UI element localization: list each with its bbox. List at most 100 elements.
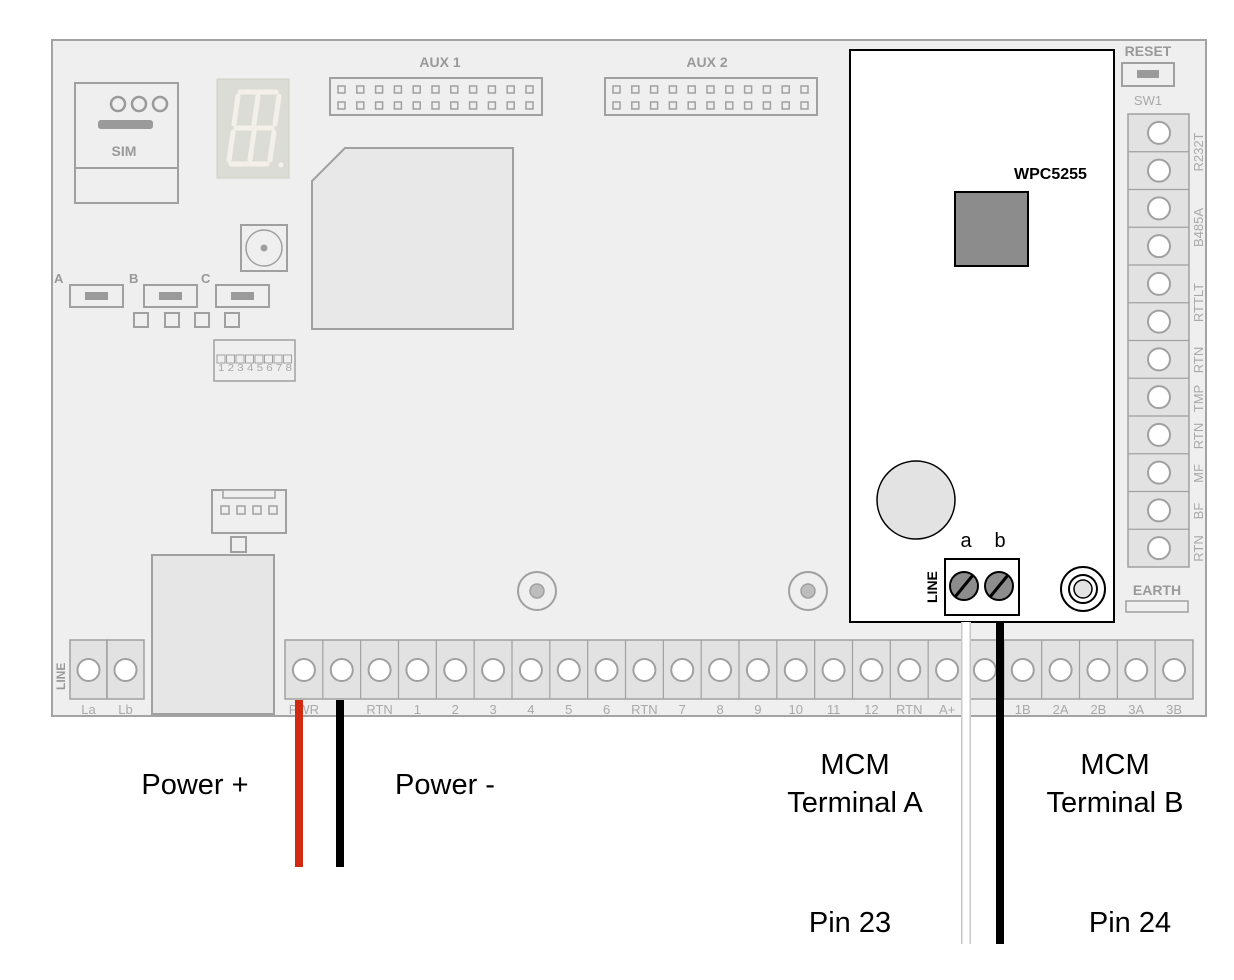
header-pin: [706, 85, 715, 94]
mcm-terminal-a-caption: MCM Terminal A: [760, 746, 950, 822]
right-terminal: [1147, 120, 1171, 145]
terminal-b-label: b: [994, 530, 1005, 552]
mounting-hole: [788, 571, 828, 611]
header-pin: [393, 101, 403, 110]
header-pin: [762, 101, 772, 110]
module-name: WPC5255: [1014, 166, 1087, 183]
module-line-label: LINE: [924, 571, 940, 603]
bottom-terminal-label: 1: [414, 702, 421, 717]
header-pin: [468, 85, 478, 94]
switch-b: [143, 284, 198, 308]
bottom-terminal-label: RTN: [631, 702, 657, 717]
dip-cell: [283, 354, 292, 364]
seven-segment-display: [216, 78, 290, 179]
buzzer: [240, 224, 288, 272]
mounting-hole: [517, 571, 557, 611]
header-pin: [374, 101, 384, 110]
bottom-terminal-label: 5: [565, 702, 572, 717]
bottom-terminal-label: 2B: [1090, 702, 1106, 717]
bottom-terminal: [594, 658, 619, 682]
mcm-b-line1: MCM: [1080, 749, 1150, 781]
bottom-terminal: [1048, 658, 1073, 682]
right-terminal-label: BF: [1191, 503, 1206, 520]
right-terminal-label: RTTLT: [1191, 283, 1206, 322]
bottom-terminal: [1162, 658, 1187, 682]
dip-cell: [273, 354, 283, 364]
bottom-terminal-label: RTN: [366, 702, 392, 717]
bottom-terminal-label: 3: [489, 702, 496, 717]
earth-label: EARTH: [1133, 582, 1181, 598]
header-pin: [800, 85, 809, 94]
right-terminal: [1147, 271, 1171, 296]
wpc5255-module: [849, 49, 1115, 623]
header-pin: [431, 101, 440, 110]
bottom-terminal: [783, 658, 808, 682]
right-terminal: [1147, 498, 1171, 523]
header-pin: [725, 85, 734, 94]
dip-cell: [245, 354, 254, 364]
right-terminal: [1147, 309, 1171, 334]
bottom-terminal: [291, 658, 316, 682]
sim-label: SIM: [112, 143, 137, 159]
header-pin: [800, 101, 809, 110]
right-terminal-label: RTN: [1191, 535, 1206, 561]
bottom-terminal-label: 8: [716, 702, 723, 717]
bottom-terminal-label: PWR: [289, 702, 319, 717]
processor-chip: [311, 147, 514, 330]
header-pin: [687, 85, 696, 94]
right-terminal-label: RTN: [1191, 347, 1206, 373]
header-pin: [743, 85, 753, 94]
header-pin: [668, 85, 678, 94]
bottom-terminal: [367, 658, 392, 682]
bottom-terminal-label: A+: [939, 702, 955, 717]
header-pin: [506, 85, 515, 94]
header-pin: [356, 85, 365, 94]
bottom-terminal-label: 11: [827, 702, 841, 717]
line-left-label: LINE: [54, 663, 68, 690]
bottom-terminal-label: 1B: [1015, 702, 1031, 717]
header-pin: [668, 101, 678, 110]
bottom-terminal: [897, 658, 922, 682]
bottom-terminal: [556, 658, 581, 682]
bottom-terminal: [518, 658, 543, 682]
line-terminal: [76, 658, 101, 682]
header-pin: [487, 101, 497, 110]
bottom-terminal-label: 10: [789, 702, 803, 717]
header-pin: [506, 101, 515, 110]
switch-a: [69, 284, 124, 308]
header-pin: [525, 101, 534, 110]
bottom-terminal: [670, 658, 695, 682]
header-pin: [631, 85, 640, 94]
terminal-a-screw: [949, 571, 979, 601]
right-terminal-label: TMP: [1191, 385, 1206, 412]
dip-numbers: 1 2 3 4 5 6 7 8: [218, 363, 292, 374]
line-terminal: [113, 658, 138, 682]
header-pin: [412, 101, 421, 110]
power-minus-caption: Power -: [395, 769, 495, 801]
switch-b-label: B: [129, 271, 138, 286]
aux2-label: AUX 2: [686, 54, 727, 70]
bottom-terminal: [405, 658, 430, 682]
sw1-label: SW1: [1134, 93, 1162, 108]
right-terminal: [1147, 347, 1171, 372]
header-pin: [525, 85, 534, 94]
jumper-pads: [133, 312, 240, 328]
mcm-a-line1: MCM: [820, 749, 890, 781]
bottom-terminal-label: 9: [754, 702, 761, 717]
module-antenna-cap: [876, 460, 956, 540]
terminal-b-screw: [984, 571, 1014, 601]
right-terminal: [1147, 158, 1171, 183]
right-terminal: [1147, 422, 1171, 447]
bottom-terminal: [443, 658, 468, 682]
mcm-b-line2: Terminal B: [1046, 787, 1184, 819]
header-pin: [412, 85, 421, 94]
dip-cell: [226, 354, 235, 364]
bottom-terminal: [935, 658, 960, 682]
power-block: [151, 554, 275, 715]
header-pin: [781, 85, 790, 94]
dip-switch: 1 2 3 4 5 6 7 8: [213, 339, 296, 382]
right-terminal-label: RTN: [1191, 423, 1206, 449]
pin23-caption: Pin 23: [808, 907, 892, 939]
header-pin: [431, 85, 440, 94]
